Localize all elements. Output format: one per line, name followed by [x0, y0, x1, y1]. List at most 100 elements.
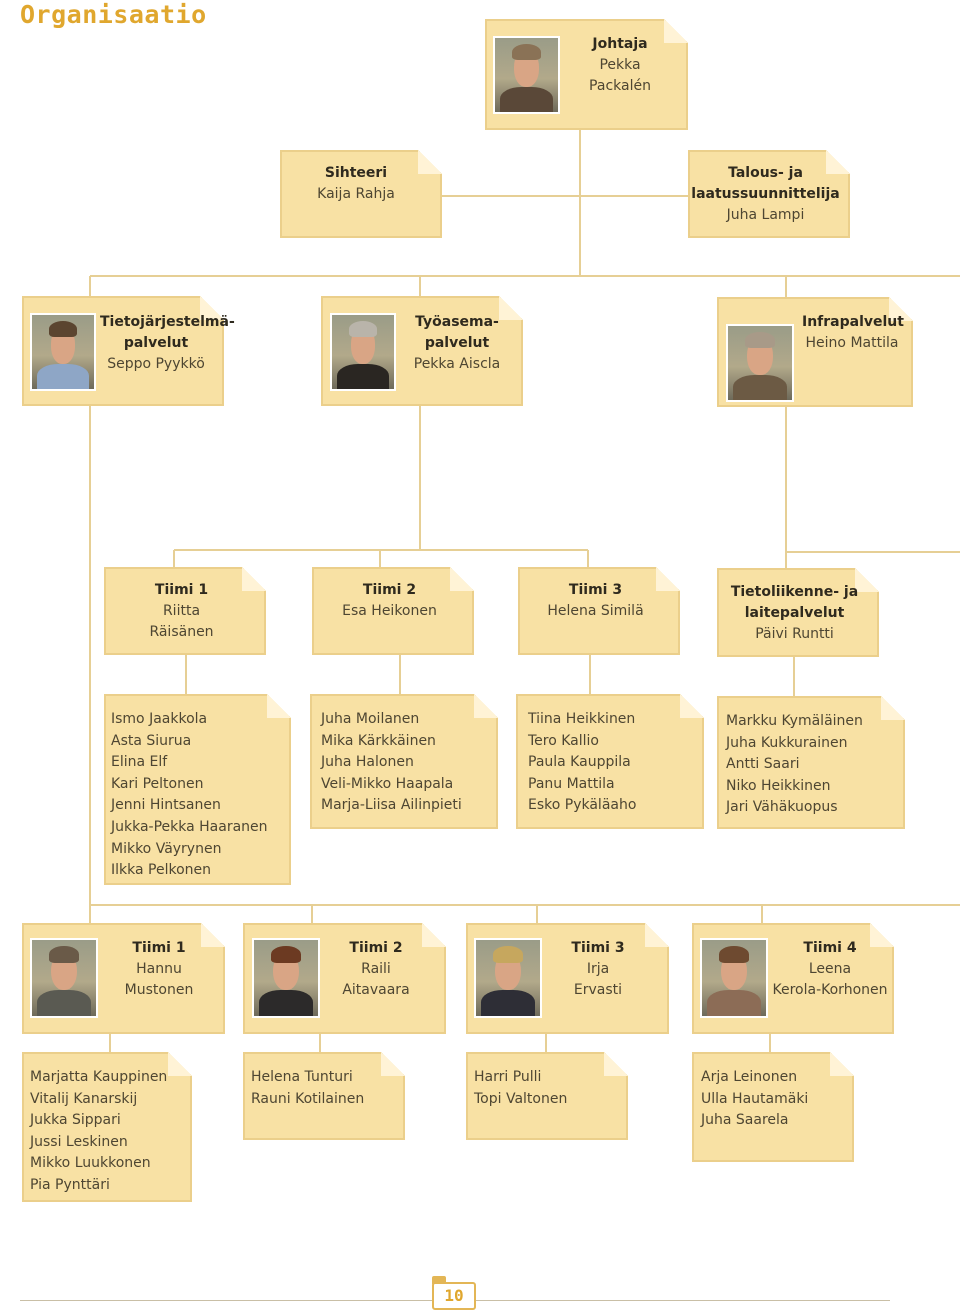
member-name: Juha Kukkurainen: [726, 734, 848, 751]
team-text: Tiimi 1 Riitta Räisänen: [104, 580, 259, 643]
team-lead-name: Riitta: [162, 603, 201, 619]
unit-text: Tietojärjestelmä- palvelut Seppo Pyykkö: [100, 312, 235, 375]
member-name: Ilkka Pelkonen: [111, 862, 211, 879]
team-text: Tiimi 2 Raili Aitavaara: [330, 938, 422, 1001]
member-name: Rauni Kotilainen: [251, 1090, 365, 1107]
team-lead-name: Helena Similä: [547, 603, 644, 619]
unit-role: palvelut: [123, 335, 189, 351]
members-list: Marjatta Kauppinen Vitalij Kanarskij Juk…: [30, 1067, 167, 1197]
team-lead-name: Päivi Runtti: [755, 626, 834, 642]
team-role: Tiimi 1: [132, 940, 186, 956]
member-name: Mikko Luukkonen: [30, 1155, 151, 1172]
person-photo: [252, 938, 320, 1018]
team-lead-name: Irja: [586, 961, 610, 977]
unit-role: Työasema-: [415, 314, 499, 330]
director-role: Johtaja: [592, 36, 648, 52]
folder-tab-icon: [432, 1276, 446, 1284]
director-name: Pekka: [599, 57, 641, 73]
planner-role: Talous- ja: [728, 165, 803, 181]
member-name: Jukka-Pekka Haaranen: [111, 818, 268, 835]
unit-head-name: Pekka Aiscla: [413, 356, 501, 372]
team-lead-name: Hannu: [136, 961, 182, 977]
team-role: Tiimi 2: [362, 582, 417, 598]
team-role: Tiimi 1: [154, 582, 209, 598]
secretary-box: [280, 150, 442, 238]
member-name: Esko Pykäläaho: [528, 797, 637, 814]
member-name: Vitalij Kanarskij: [30, 1090, 138, 1107]
member-name: Helena Tunturi: [251, 1069, 353, 1085]
member-name: Jukka Sippari: [30, 1112, 121, 1129]
person-photo: [30, 938, 98, 1018]
member-name: Jussi Leskinen: [30, 1133, 128, 1150]
team-box: [717, 568, 879, 657]
member-name: Ulla Hautamäki: [701, 1090, 809, 1107]
members-box: [310, 694, 498, 829]
member-name: Paula Kauppila: [528, 754, 631, 771]
team-lead-name: Räisänen: [149, 624, 214, 640]
planner-box: [688, 150, 850, 238]
unit-text: Infrapalvelut Heino Mattila: [802, 312, 904, 354]
team-box: [104, 567, 266, 655]
member-name: Marjatta Kauppinen: [30, 1069, 168, 1085]
member-name: Pia Pynttäri: [30, 1176, 110, 1193]
team-role: laitepalvelut: [744, 605, 845, 621]
members-list: Markku Kymäläinen Juha Kukkurainen Antti…: [726, 711, 863, 819]
members-box: [243, 1052, 405, 1140]
members-box: [516, 694, 704, 829]
team-lead-name: Mustonen: [124, 982, 194, 998]
member-name: Mika Kärkkäinen: [321, 732, 436, 749]
member-name: Veli-Mikko Haapala: [321, 775, 454, 792]
member-name: Arja Leinonen: [701, 1069, 798, 1085]
secretary-role: Sihteeri: [324, 165, 388, 181]
members-list: Harri Pulli Topi Valtonen: [474, 1067, 567, 1110]
member-name: Marja-Liisa Ailinpieti: [321, 797, 462, 814]
member-name: Panu Mattila: [528, 775, 615, 792]
members-list: Juha Moilanen Mika Kärkkäinen Juha Halon…: [321, 709, 462, 817]
member-name: Antti Saari: [726, 756, 800, 773]
planner-role: laatussuunnittelija: [691, 186, 840, 202]
person-photo: [30, 313, 96, 391]
team-lead-name: Raili: [361, 961, 391, 977]
member-name: Ismo Jaakkola: [111, 711, 208, 727]
unit-head-name: Seppo Pyykkö: [107, 356, 205, 372]
team-role: Tiimi 3: [571, 940, 625, 956]
unit-role: Tietojärjestelmä-: [100, 314, 235, 330]
member-name: Niko Heikkinen: [726, 777, 831, 794]
team-box: [312, 567, 474, 655]
director-name: Packalén: [589, 78, 651, 94]
member-name: Juha Saarela: [701, 1112, 789, 1129]
unit-text: Työasema- palvelut Pekka Aiscla: [402, 312, 512, 375]
members-list: Tiina Heikkinen Tero Kallio Paula Kauppi…: [528, 709, 636, 817]
planner-name: Juha Lampi: [726, 207, 805, 223]
member-name: Juha Halonen: [321, 754, 414, 771]
team-text: Tiimi 3 Irja Ervasti: [553, 938, 643, 1001]
person-photo: [330, 313, 396, 391]
unit-head-name: Heino Mattila: [805, 335, 899, 351]
team-role: Tietoliikenne- ja: [730, 584, 859, 600]
member-name: Juha Moilanen: [321, 711, 420, 727]
members-box: [104, 694, 291, 885]
team-text: Tiimi 2 Esa Heikonen: [312, 580, 467, 622]
members-box: [22, 1052, 192, 1202]
secretary-name: Kaija Rahja: [317, 186, 395, 202]
member-name: Topi Valtonen: [474, 1090, 568, 1107]
page-number: 10: [432, 1282, 476, 1310]
planner-text: Talous- ja laatussuunnittelija Juha Lamp…: [688, 163, 843, 226]
secretary-text: Sihteeri Kaija Rahja: [286, 163, 426, 205]
team-role: Tiimi 2: [349, 940, 403, 956]
members-box: [692, 1052, 854, 1162]
person-photo: [726, 324, 794, 402]
team-lead-name: Esa Heikonen: [342, 603, 437, 619]
members-box: [717, 696, 905, 829]
director-text: Johtaja Pekka Packalén: [575, 34, 665, 97]
member-name: Elina Elf: [111, 754, 168, 771]
team-role: Tiimi 4: [803, 940, 857, 956]
team-text: Tiimi 3 Helena Similä: [518, 580, 673, 622]
team-lead-name: Kerola-Korhonen: [772, 982, 888, 998]
member-name: Jenni Hintsanen: [111, 797, 221, 814]
director-photo: [493, 36, 560, 114]
team-role: Tiimi 3: [568, 582, 623, 598]
member-name: Tiina Heikkinen: [528, 711, 636, 727]
members-list: Ismo Jaakkola Asta Siurua Elina Elf Kari…: [111, 709, 268, 882]
members-list: Helena Tunturi Rauni Kotilainen: [251, 1067, 364, 1110]
